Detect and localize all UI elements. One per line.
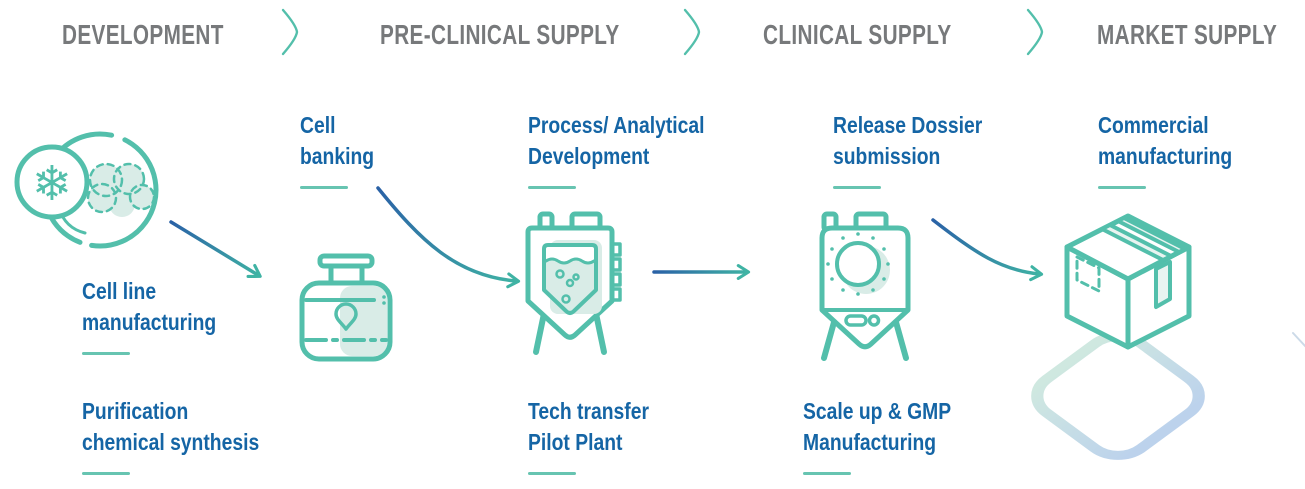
frozen-cell-petri-dish-icon: ❄: [14, 131, 159, 249]
fermenter-tank-icon: [819, 211, 911, 361]
step-label: Release Dossier: [833, 112, 983, 138]
underline: [833, 186, 881, 189]
step-label: Scale up & GMP: [803, 398, 952, 424]
step-process-analytical-development: Process/ Analytical Development: [528, 110, 738, 189]
underline: [82, 352, 130, 355]
step-label: chemical synthesis: [82, 429, 260, 455]
phase-label-market-supply: MARKET SUPPLY: [1097, 19, 1278, 50]
step-cell-banking: Cell banking: [300, 110, 388, 189]
step-label: manufacturing: [1098, 143, 1233, 169]
step-scale-up-gmp-manufacturing: Scale up & GMP Manufacturing: [803, 396, 979, 475]
cell-bank-container-icon: [299, 253, 393, 362]
underline: [528, 472, 576, 475]
step-label: Development: [528, 143, 650, 169]
step-label: Pilot Plant: [528, 429, 623, 455]
step-label: Tech transfer: [528, 398, 649, 424]
underline: [300, 186, 348, 189]
snowflake-icon: ❄: [32, 156, 72, 212]
flow-arrow-icon: [169, 220, 262, 279]
diamond-backdrop: [1031, 332, 1205, 460]
step-commercial-manufacturing: Commercial manufacturing: [1098, 110, 1258, 189]
step-cell-line-manufacturing: Cell line manufacturing: [82, 276, 242, 355]
underline: [528, 186, 576, 189]
phase-label-clinical-supply: CLINICAL SUPPLY: [763, 19, 952, 50]
chevron-separator-icon: [1026, 8, 1044, 56]
bioreactor-icon: [525, 211, 622, 355]
step-release-dossier-submission: Release Dossier submission: [833, 110, 1011, 189]
phase-label-development: DEVELOPMENT: [62, 19, 224, 50]
step-label: Purification: [82, 398, 189, 424]
step-label: Manufacturing: [803, 429, 937, 455]
step-label: Process/ Analytical: [528, 112, 705, 138]
chevron-separator-icon: [683, 8, 701, 56]
step-tech-transfer-pilot-plant: Tech transfer Pilot Plant: [528, 396, 672, 475]
step-label: submission: [833, 143, 941, 169]
underline: [82, 472, 130, 475]
step-label: Commercial: [1098, 112, 1209, 138]
flow-arrow-icon: [931, 218, 1044, 282]
step-label: Cell line: [82, 278, 157, 304]
phase-label-pre-clinical-supply: PRE-CLINICAL SUPPLY: [380, 19, 620, 50]
step-label: manufacturing: [82, 309, 217, 335]
flow-arrow-icon: [652, 264, 751, 280]
flow-arrow-icon: [376, 186, 521, 289]
underline: [803, 472, 851, 475]
shipping-box-icon: [1031, 213, 1305, 460]
step-purification-chemical-synthesis: Purification chemical synthesis: [82, 396, 293, 475]
step-label: banking: [300, 143, 375, 169]
underline: [1098, 186, 1146, 189]
step-label: Cell: [300, 112, 336, 138]
chevron-separator-icon: [281, 8, 299, 56]
